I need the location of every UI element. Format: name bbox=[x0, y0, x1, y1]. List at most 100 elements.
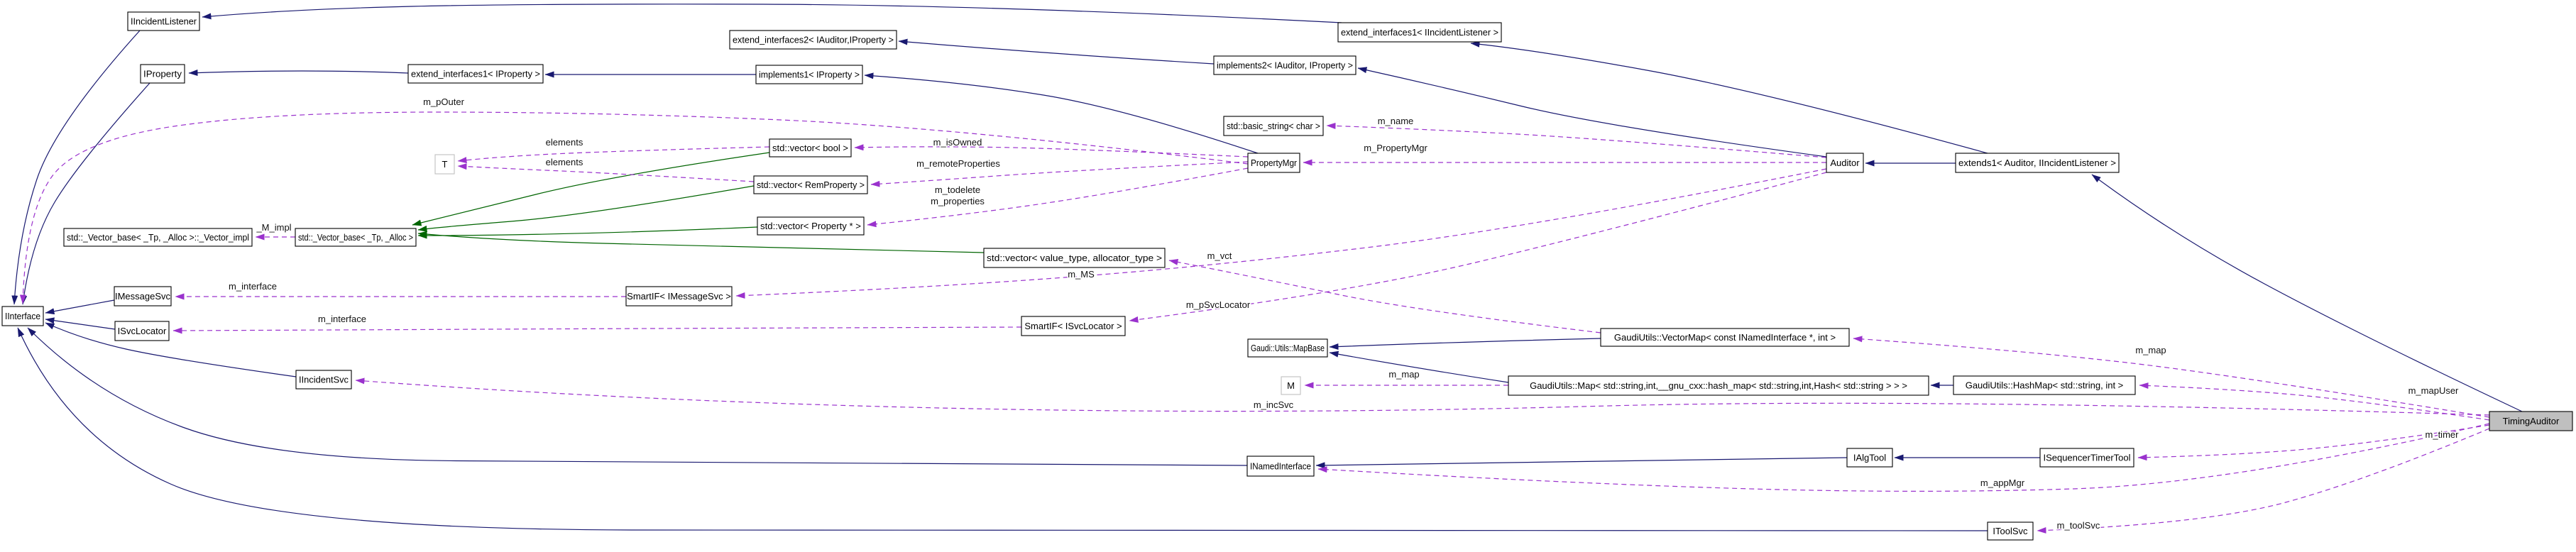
node-label-SmartIF_ISvcLocator: SmartIF< ISvcLocator > bbox=[1024, 321, 1122, 331]
node-box-Auditor[interactable] bbox=[1826, 153, 1864, 173]
node-Vector_impl[interactable]: std::_Vector_base< _Tp, _Alloc >::_Vecto… bbox=[63, 228, 253, 247]
node-IIncidentSvc[interactable]: IIncidentSvc bbox=[295, 370, 352, 390]
node-TimingAuditor[interactable]: TimingAuditor bbox=[2489, 411, 2573, 431]
node-box-vector_RemProperty[interactable] bbox=[753, 175, 868, 194]
node-box-IAlgTool[interactable] bbox=[1846, 448, 1893, 468]
node-GaudiMap[interactable]: GaudiUtils::Map< std::string,int,__gnu_c… bbox=[1508, 375, 1929, 396]
node-IIncidentListener[interactable]: IIncidentListener bbox=[127, 11, 200, 31]
node-label-ISvcLocator: ISvcLocator bbox=[118, 326, 167, 336]
node-box-vector_value_type[interactable] bbox=[983, 248, 1166, 268]
node-label-Auditor: Auditor bbox=[1830, 158, 1860, 168]
edge-vector_value_type-to-Vector_base bbox=[417, 231, 985, 253]
edge-label-m_PropertyMgr: m_PropertyMgr bbox=[1364, 143, 1427, 153]
node-PropertyMgr[interactable]: PropertyMgr bbox=[1247, 153, 1300, 173]
node-box-IToolSvc[interactable] bbox=[1987, 521, 2034, 541]
node-Vector_base[interactable]: std::_Vector_base< _Tp, _Alloc > bbox=[295, 228, 417, 247]
node-box-extend_interfaces1_IIncidentListener[interactable] bbox=[1337, 22, 1502, 43]
node-vector_Property[interactable]: std::vector< Property * > bbox=[757, 216, 865, 236]
node-VectorMap[interactable]: GaudiUtils::VectorMap< const INamedInter… bbox=[1600, 328, 1850, 347]
node-box-SmartIF_IMessageSvc[interactable] bbox=[625, 286, 733, 307]
node-box-M[interactable] bbox=[1281, 376, 1301, 395]
edge-vector_Property-to-Vector_base bbox=[417, 226, 758, 239]
node-box-IInterface[interactable] bbox=[1, 306, 44, 326]
node-IMessageSvc[interactable]: IMessageSvc bbox=[114, 286, 172, 307]
node-box-IProperty[interactable] bbox=[140, 64, 185, 84]
node-implements2[interactable]: implements2< IAuditor, IProperty > bbox=[1213, 55, 1356, 75]
node-label-IIncidentListener: IIncidentListener bbox=[131, 16, 197, 27]
edge-IAlgTool-to-INamedInterface bbox=[1315, 457, 1848, 469]
edge-label-elements: elements bbox=[546, 157, 583, 167]
node-SmartIF_ISvcLocator[interactable]: SmartIF< ISvcLocator > bbox=[1021, 316, 1126, 336]
node-box-ISvcLocator[interactable] bbox=[114, 321, 170, 341]
node-ISvcLocator[interactable]: ISvcLocator bbox=[114, 321, 170, 341]
edge-TimingAuditor-to-VectorMap bbox=[1853, 336, 2490, 418]
edge-label-m_pOuter: m_pOuter bbox=[423, 96, 464, 107]
node-extend_interfaces2[interactable]: extend_interfaces2< IAuditor,IProperty > bbox=[729, 30, 897, 50]
node-implements1[interactable]: implements1< IProperty > bbox=[755, 65, 863, 84]
node-vector_bool[interactable]: std::vector< bool > bbox=[769, 138, 852, 158]
node-box-PropertyMgr[interactable] bbox=[1247, 153, 1300, 173]
node-box-MapBase[interactable] bbox=[1247, 338, 1328, 358]
edge-IIncidentSvc-to-IInterface bbox=[45, 322, 297, 377]
node-SmartIF_IMessageSvc[interactable]: SmartIF< IMessageSvc > bbox=[625, 286, 733, 307]
node-box-IMessageSvc[interactable] bbox=[114, 286, 172, 307]
node-box-implements2[interactable] bbox=[1213, 55, 1356, 75]
node-label-IAlgTool: IAlgTool bbox=[1853, 453, 1886, 463]
node-box-extend_interfaces2[interactable] bbox=[729, 30, 897, 50]
node-extend_interfaces1_IProperty[interactable]: extend_interfaces1< IProperty > bbox=[407, 64, 544, 84]
node-box-extends1[interactable] bbox=[1955, 153, 2120, 173]
node-extend_interfaces1_IIncidentListener[interactable]: extend_interfaces1< IIncidentListener > bbox=[1337, 22, 1502, 43]
node-Auditor[interactable]: Auditor bbox=[1826, 153, 1864, 173]
edge-TimingAuditor-to-ISequencerTimerTool bbox=[2137, 424, 2490, 461]
node-extends1[interactable]: extends1< Auditor, IIncidentListener > bbox=[1955, 153, 2120, 173]
node-box-vector_Property[interactable] bbox=[757, 216, 865, 236]
node-box-VectorMap[interactable] bbox=[1600, 328, 1850, 347]
edge-GaudiMap-to-MapBase bbox=[1329, 350, 1509, 383]
edge-PropertyMgr-to-implements1 bbox=[864, 72, 1259, 154]
node-box-Vector_base[interactable] bbox=[295, 228, 417, 247]
edge-INamedInterface-to-IInterface bbox=[27, 327, 1248, 466]
edge-label-m_map: m_map bbox=[1388, 369, 1419, 380]
node-M[interactable]: M bbox=[1281, 376, 1301, 395]
edge-label-_M_impl: _M_impl bbox=[256, 222, 291, 233]
edge-VectorMap-to-vector_value_type bbox=[1168, 258, 1601, 333]
node-box-Vector_impl[interactable] bbox=[63, 228, 253, 247]
edge-TimingAuditor-to-IIncidentSvc bbox=[355, 377, 2490, 416]
node-box-INamedInterface[interactable] bbox=[1246, 456, 1315, 477]
node-vector_RemProperty[interactable]: std::vector< RemProperty > bbox=[753, 175, 868, 194]
node-label-ISequencerTimerTool: ISequencerTimerTool bbox=[2043, 453, 2130, 463]
edge-label-m_name: m_name bbox=[1378, 116, 1414, 126]
node-IAlgTool[interactable]: IAlgTool bbox=[1846, 448, 1893, 468]
node-box-extend_interfaces1_IProperty[interactable] bbox=[407, 64, 544, 84]
edge-ISvcLocator-to-IInterface bbox=[45, 317, 116, 330]
node-box-TimingAuditor[interactable] bbox=[2489, 411, 2573, 431]
node-vector_value_type[interactable]: std::vector< value_type, allocator_type … bbox=[983, 248, 1166, 268]
node-label-IMessageSvc: IMessageSvc bbox=[115, 291, 171, 302]
node-box-IIncidentSvc[interactable] bbox=[295, 370, 352, 390]
node-IProperty[interactable]: IProperty bbox=[140, 64, 185, 84]
node-IToolSvc[interactable]: IToolSvc bbox=[1987, 521, 2034, 541]
node-MapBase[interactable]: Gaudi::Utils::MapBase bbox=[1247, 338, 1328, 358]
edge-TimingAuditor-to-extends1 bbox=[2091, 174, 2523, 412]
node-box-T[interactable] bbox=[434, 154, 455, 175]
node-INamedInterface[interactable]: INamedInterface bbox=[1246, 456, 1315, 477]
node-box-HashMap[interactable] bbox=[1953, 375, 2136, 395]
node-T[interactable]: T bbox=[434, 154, 455, 175]
node-box-SmartIF_ISvcLocator[interactable] bbox=[1021, 316, 1126, 336]
edge-label-m_incSvc: m_incSvc bbox=[1254, 399, 1294, 410]
node-label-vector_value_type: std::vector< value_type, allocator_type … bbox=[987, 253, 1162, 263]
node-HashMap[interactable]: GaudiUtils::HashMap< std::string, int > bbox=[1953, 375, 2136, 395]
node-box-GaudiMap[interactable] bbox=[1508, 375, 1929, 396]
edge-vector_RemProperty-to-Vector_base bbox=[417, 185, 755, 232]
node-label-HashMap: GaudiUtils::HashMap< std::string, int > bbox=[1966, 380, 2124, 391]
node-box-vector_bool[interactable] bbox=[769, 138, 852, 158]
node-box-basic_string[interactable] bbox=[1223, 116, 1324, 136]
node-basic_string[interactable]: std::basic_string< char > bbox=[1223, 116, 1324, 136]
edge-IToolSvc-to-IInterface bbox=[17, 327, 1988, 531]
node-box-IIncidentListener[interactable] bbox=[127, 11, 200, 31]
node-box-implements1[interactable] bbox=[755, 65, 863, 84]
node-ISequencerTimerTool[interactable]: ISequencerTimerTool bbox=[2039, 448, 2134, 468]
node-IInterface[interactable]: IInterface bbox=[1, 306, 44, 326]
node-box-ISequencerTimerTool[interactable] bbox=[2039, 448, 2134, 468]
